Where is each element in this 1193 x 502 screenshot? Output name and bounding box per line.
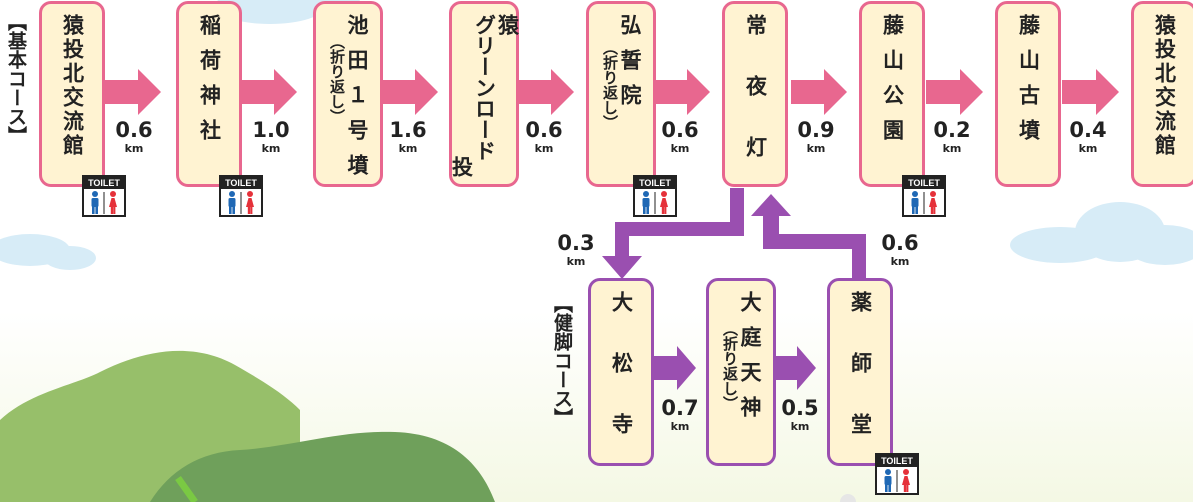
restroom-icon xyxy=(91,191,117,214)
station-yakushido[interactable]: 薬師堂 xyxy=(827,278,893,474)
station-name: 藤山公園 xyxy=(880,14,905,154)
station-name: 大庭天神 xyxy=(738,291,762,431)
toilet-label: TOILET xyxy=(84,177,124,189)
station-ikeda-kofun[interactable]: 池田１号墳 （折り返し） xyxy=(313,1,383,189)
station-name: 猿投北交流館 xyxy=(1152,14,1177,158)
branch-arrow-down xyxy=(602,188,744,279)
arrow-7 xyxy=(926,69,983,115)
turnaround-note: （折り返し） xyxy=(721,321,739,411)
station-name: 池田１号墳 xyxy=(345,14,369,189)
restroom-icon xyxy=(884,469,910,492)
basic-course-label: 【基本コース】 xyxy=(5,12,27,145)
station-name: 弘誓院 xyxy=(618,14,642,119)
toilet-label: TOILET xyxy=(904,177,944,189)
station-sanage-kita-start[interactable]: 猿投北交流館 xyxy=(39,1,105,187)
station-joyato[interactable]: 常夜灯 xyxy=(722,1,788,197)
station-sanage-green-road[interactable]: 猿 グリーンロード 投 xyxy=(449,1,520,187)
station-sanage-kita-goal[interactable]: 猿投北交流館 xyxy=(1131,1,1193,187)
arrow-3 xyxy=(382,69,438,115)
toilet-label: TOILET xyxy=(877,455,917,467)
return-arrow-up xyxy=(751,194,866,280)
turnaround-note: （折り返し） xyxy=(601,40,619,130)
station-fujiyama-kofun[interactable]: 藤山古墳 xyxy=(995,1,1061,187)
toilet-badge: TOILET xyxy=(902,175,946,217)
station-fujiyama-koen[interactable]: 藤山公園 xyxy=(859,1,925,187)
station-oba-tenjin[interactable]: 大庭天神 （折り返し） xyxy=(706,278,776,466)
station-name: 常夜灯 xyxy=(743,14,768,197)
station-name-part: 猿 xyxy=(495,14,520,35)
toilet-label: TOILET xyxy=(635,177,675,189)
cloud-illustration xyxy=(0,0,1193,270)
station-inari-jinja[interactable]: 稲荷神社 xyxy=(176,1,242,187)
arrow-4 xyxy=(518,69,574,115)
arrow-1 xyxy=(104,69,161,115)
station-name: 猿投北交流館 xyxy=(60,14,85,158)
toilet-badge: TOILET xyxy=(82,175,126,217)
station-name-part: グリーンロード xyxy=(472,14,497,161)
station-name-part: 投 xyxy=(449,156,474,177)
station-name: 薬師堂 xyxy=(848,291,873,474)
kenkyaku-course-label: 【健脚コース】 xyxy=(551,294,573,427)
hill-illustration xyxy=(150,431,495,502)
station-name: 藤山古墳 xyxy=(1016,14,1041,154)
arrow-k1 xyxy=(654,346,696,390)
arrow-k2 xyxy=(774,346,816,390)
restroom-icon xyxy=(642,191,668,214)
toilet-badge: TOILET xyxy=(219,175,263,217)
restroom-icon xyxy=(911,191,937,214)
restroom-icon xyxy=(228,191,254,214)
station-daishoji[interactable]: 大松寺 xyxy=(588,278,654,474)
station-name: 稲荷神社 xyxy=(197,14,222,154)
arrow-8 xyxy=(1062,69,1119,115)
toilet-badge: TOILET xyxy=(875,453,919,495)
arrow-6 xyxy=(791,69,847,115)
arrow-2 xyxy=(240,69,297,115)
arrow-5 xyxy=(654,69,710,115)
kenkyaku-course-arrows xyxy=(602,188,866,390)
toilet-label: TOILET xyxy=(221,177,261,189)
basic-course-arrows xyxy=(104,69,1119,115)
station-name: 大松寺 xyxy=(609,291,634,474)
station-guzeiin[interactable]: 弘誓院 （折り返し） xyxy=(586,1,656,187)
turnaround-note: （折り返し） xyxy=(328,34,346,124)
toilet-badge: TOILET xyxy=(633,175,677,217)
